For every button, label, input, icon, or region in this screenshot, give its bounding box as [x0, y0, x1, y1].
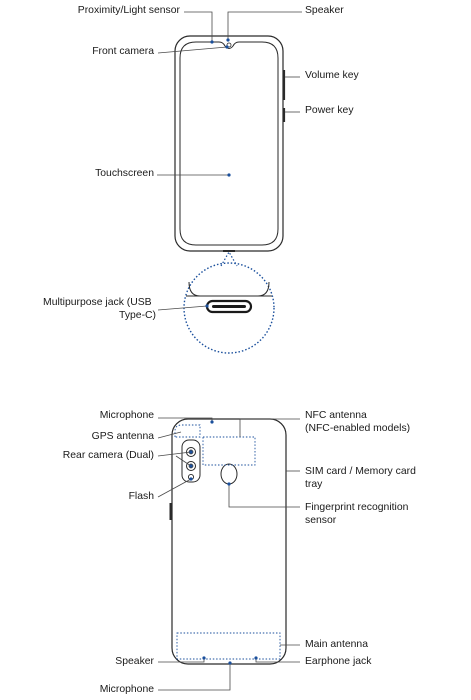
- magnified-edge-left: [188, 281, 201, 297]
- rear-camera-lens-1: [186, 447, 196, 457]
- dot-speaker-bottom: [202, 656, 206, 660]
- back-dots: [189, 420, 258, 665]
- label-rear-camera: Rear camera (Dual): [62, 450, 154, 461]
- label-nfc-antenna-line1: NFC antenna: [305, 410, 367, 421]
- back-phone: [169, 418, 287, 665]
- dot-rear-camera-1: [189, 450, 193, 454]
- leader-usb-jack: [157, 305, 208, 311]
- label-flash: Flash: [128, 491, 154, 502]
- front-bottom-jack: [223, 250, 235, 252]
- label-power-key: Power key: [305, 105, 354, 116]
- leader-microphone-bottom: [158, 663, 231, 691]
- rear-camera-lens-2: [186, 461, 196, 471]
- usb-c-tongue: [212, 305, 246, 308]
- label-multipurpose-jack: Multipurpose jack (USB Type-C): [43, 297, 156, 322]
- dot-front-camera: [225, 45, 229, 49]
- label-volume-key: Volume key: [305, 70, 359, 81]
- leader-flash: [157, 478, 192, 498]
- label-sim-card-line1: SIM card / Memory card: [305, 466, 416, 477]
- rear-camera-module: [181, 439, 201, 483]
- back-leaders: [157, 417, 300, 691]
- nfc-antenna-area: [202, 436, 256, 466]
- front-leaders: [157, 11, 302, 311]
- dot-fingerprint: [227, 482, 231, 486]
- volume-key-shape: [282, 70, 286, 100]
- label-main-antenna: Main antenna: [305, 639, 368, 650]
- power-key-shape: [282, 108, 286, 122]
- label-gps-antenna: GPS antenna: [91, 431, 154, 442]
- dot-proximity: [210, 40, 214, 44]
- dot-microphone-top: [210, 420, 214, 424]
- dot-rear-camera-2: [189, 464, 193, 468]
- label-microphone-top: Microphone: [99, 410, 154, 421]
- dot-microphone-bottom: [228, 661, 232, 665]
- front-touchscreen-outline: [179, 41, 279, 246]
- leader-fingerprint: [228, 484, 300, 508]
- label-touchscreen: Touchscreen: [95, 168, 154, 179]
- label-speaker-bottom: Speaker: [115, 656, 154, 667]
- label-sim-card-line2: tray: [305, 478, 323, 490]
- label-nfc-antenna: NFC antenna (NFC-enabled models): [305, 410, 410, 435]
- dot-usb-jack: [205, 304, 209, 308]
- label-earphone-jack: Earphone jack: [305, 656, 372, 667]
- label-multipurpose-jack-line2: Type-C): [119, 309, 156, 321]
- leader-nfc: [239, 418, 300, 437]
- gps-antenna-area: [174, 424, 201, 438]
- label-fingerprint-sensor: Fingerprint recognition sensor: [305, 502, 408, 527]
- label-nfc-antenna-line2: (NFC-enabled models): [305, 422, 411, 434]
- label-fingerprint-line1: Fingerprint recognition: [305, 502, 409, 513]
- main-antenna-area: [176, 632, 281, 660]
- leader-front-camera: [157, 46, 228, 54]
- dot-earphone: [254, 656, 258, 660]
- front-phone: [174, 35, 286, 252]
- front-phone-body: [174, 35, 284, 252]
- back-side-key: [169, 503, 173, 520]
- label-speaker-top: Speaker: [305, 5, 344, 16]
- label-fingerprint-line2: sensor: [305, 514, 337, 526]
- dot-touchscreen: [227, 173, 231, 177]
- leader-rear-camera-1: [157, 451, 192, 457]
- fingerprint-sensor-shape: [220, 463, 238, 485]
- usb-jack-magnifier: [183, 250, 275, 354]
- label-sim-card-tray: SIM card / Memory card tray: [305, 466, 416, 491]
- leader-rear-camera-2: [175, 455, 192, 467]
- front-dots: [205, 38, 231, 308]
- label-microphone-bottom: Microphone: [99, 684, 154, 695]
- leader-speaker-top: [227, 11, 302, 40]
- label-proximity-light-sensor: Proximity/Light sensor: [77, 5, 180, 16]
- magnified-edge-right: [257, 281, 270, 297]
- rear-camera-lens-2-inner: [188, 463, 194, 469]
- dot-flash: [189, 477, 193, 481]
- label-multipurpose-jack-line1: Multipurpose jack (USB: [43, 297, 152, 308]
- leader-proximity: [184, 11, 213, 42]
- leader-gps: [157, 431, 182, 439]
- dot-speaker-top: [226, 38, 230, 42]
- label-front-camera: Front camera: [92, 46, 154, 57]
